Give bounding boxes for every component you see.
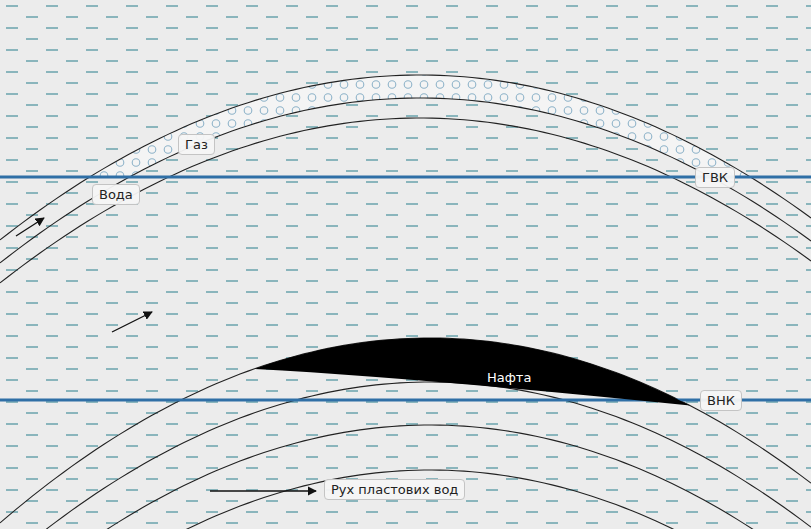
gas-zone — [0, 75, 811, 176]
stratum-line — [0, 425, 811, 529]
oil-body — [255, 338, 690, 406]
oil-lens-shape — [255, 330, 690, 410]
stratum-line — [0, 75, 811, 240]
gas-water-contact-line — [0, 176, 811, 179]
label-text: ГВК — [702, 170, 728, 185]
gwc-label: ГВК — [695, 167, 735, 188]
flow-label: Рух пластових вод — [324, 479, 465, 500]
gas-bubbles — [0, 75, 811, 176]
stratum-line — [0, 382, 811, 529]
stratum-line — [0, 98, 811, 263]
oil-water-contact-line — [0, 399, 811, 402]
label-text: Вода — [99, 187, 133, 202]
gas-label: Газ — [178, 134, 215, 155]
label-text: ВНК — [707, 393, 735, 408]
label-text: Рух пластових вод — [331, 482, 458, 497]
stratum-line — [0, 118, 811, 283]
strata-lines — [0, 75, 811, 529]
label-text: Нафта — [487, 370, 531, 385]
label-text: Газ — [185, 137, 208, 152]
water-label: Вода — [92, 184, 140, 205]
owc-label: ВНК — [700, 390, 742, 411]
stratum-line — [0, 338, 811, 523]
stratum-line — [0, 470, 811, 529]
flow-arrow — [16, 218, 44, 236]
flow-arrow — [210, 490, 316, 491]
gas-ground — [0, 75, 811, 176]
flow-arrow — [112, 312, 152, 332]
oil-lens: Нафта — [255, 330, 690, 410]
